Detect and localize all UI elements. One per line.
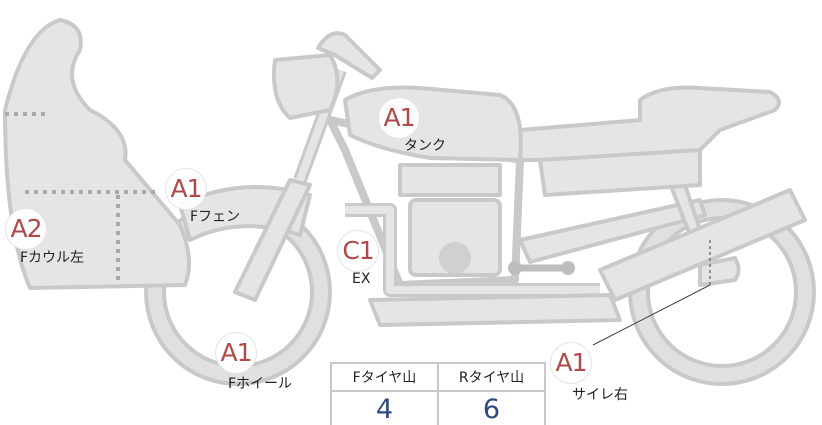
front-fork (233, 178, 312, 302)
tire-tread-table: Fタイヤ山 Rタイヤ山 4 6 (330, 362, 546, 425)
muffler (598, 188, 807, 302)
front-cowl (3, 18, 191, 290)
rear-swingarm (518, 198, 707, 264)
damage-code-front-cowl-left[interactable]: A2 (5, 208, 47, 250)
rear-tire-value: 6 (437, 390, 546, 425)
part-label-front-fender: Fフェン (190, 209, 241, 225)
part-label-silencer-right: サイレ右 (572, 387, 628, 403)
part-label-tank: タンク (404, 138, 446, 154)
front-tire-header: Fタイヤ山 (330, 362, 439, 392)
part-label-front-cowl-left: Fカウル左 (20, 250, 85, 266)
silencer-leader-line (592, 284, 711, 346)
damage-code-tank[interactable]: A1 (378, 97, 420, 139)
front-tire-value: 4 (330, 390, 439, 425)
rear-tire-header: Rタイヤ山 (437, 362, 546, 392)
damage-code-exhaust[interactable]: C1 (337, 230, 379, 272)
part-label-exhaust: EX (352, 271, 371, 287)
part-label-front-wheel: Fホイール (228, 376, 293, 392)
headlight (272, 53, 340, 120)
damage-code-front-wheel[interactable]: A1 (215, 332, 257, 374)
damage-code-front-fender[interactable]: A1 (165, 168, 207, 210)
engine-top (398, 163, 502, 197)
engine (408, 198, 502, 277)
handlebar (316, 31, 382, 80)
seat (518, 85, 781, 162)
damage-code-silencer-right[interactable]: A1 (550, 342, 592, 384)
